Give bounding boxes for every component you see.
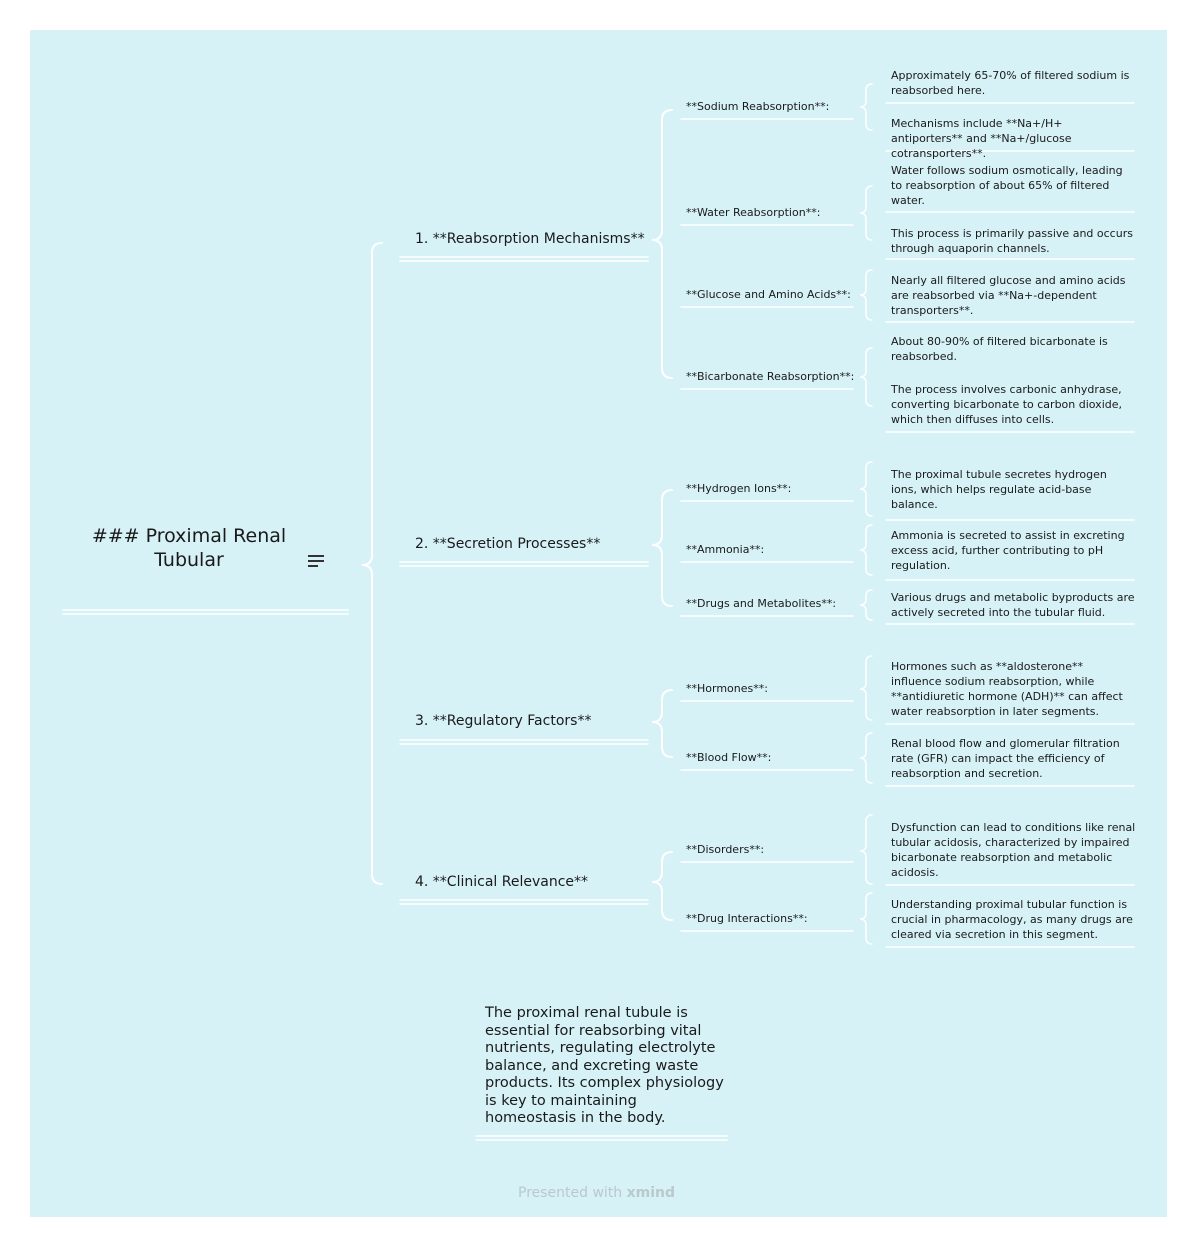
subtopic-water-reabsorption[interactable]: **Water Reabsorption**: bbox=[686, 206, 821, 219]
summary-topic[interactable]: The proximal renal tubule is essential f… bbox=[485, 1005, 724, 1126]
subtopic-ammonia[interactable]: **Ammonia**: bbox=[686, 543, 765, 556]
subtopic-glucose-amino-acids[interactable]: **Glucose and Amino Acids**: bbox=[686, 288, 851, 301]
leaf-water-aquaporin[interactable]: This process is primarily passive and oc… bbox=[891, 227, 1133, 255]
leaf-drug-interactions[interactable]: Understanding proximal tubular function … bbox=[891, 898, 1133, 941]
xmind-logo: xmind bbox=[626, 1185, 676, 1201]
subtopic-drug-interactions[interactable]: **Drug Interactions**: bbox=[686, 912, 808, 925]
subtopic-hydrogen-ions[interactable]: **Hydrogen Ions**: bbox=[686, 482, 792, 495]
leaf-sodium-percent[interactable]: Approximately 65-70% of filtered sodium … bbox=[891, 69, 1130, 97]
footer-credit: Presented with xmind bbox=[518, 1185, 675, 1201]
leaf-disorders[interactable]: Dysfunction can lead to conditions like … bbox=[891, 821, 1136, 879]
subtopic-disorders[interactable]: **Disorders**: bbox=[686, 843, 765, 856]
leaf-ammonia-secretion[interactable]: Ammonia is secreted to assist in excreti… bbox=[891, 529, 1125, 572]
root-topic-title[interactable]: ### Proximal Renal Tubular bbox=[91, 525, 287, 571]
branch-regulatory-factors[interactable]: 3. **Regulatory Factors** bbox=[415, 713, 592, 729]
leaf-water-osmosis[interactable]: Water follows sodium osmotically, leadin… bbox=[891, 164, 1123, 207]
branch-secretion-processes[interactable]: 2. **Secretion Processes** bbox=[415, 536, 601, 552]
footer-prefix: Presented with bbox=[518, 1185, 623, 1201]
branch-reabsorption-mechanisms[interactable]: 1. **Reabsorption Mechanisms** bbox=[415, 231, 645, 247]
subtopic-bicarbonate-reabsorption[interactable]: **Bicarbonate Reabsorption**: bbox=[686, 370, 855, 383]
leaf-glucose-transport[interactable]: Nearly all filtered glucose and amino ac… bbox=[891, 274, 1126, 317]
leaf-blood-flow[interactable]: Renal blood flow and glomerular filtrati… bbox=[891, 737, 1120, 780]
leaf-bicarbonate-percent[interactable]: About 80-90% of filtered bicarbonate is … bbox=[891, 335, 1108, 363]
leaf-sodium-mechanisms[interactable]: Mechanisms include **Na+/H+ antiporters*… bbox=[891, 117, 1072, 160]
subtopic-drugs-metabolites[interactable]: **Drugs and Metabolites**: bbox=[686, 597, 837, 610]
leaf-drugs-secretion[interactable]: Various drugs and metabolic byproducts a… bbox=[891, 591, 1135, 619]
leaf-bicarbonate-process[interactable]: The process involves carbonic anhydrase,… bbox=[891, 383, 1122, 426]
branch-clinical-relevance[interactable]: 4. **Clinical Relevance** bbox=[415, 874, 589, 890]
leaf-hormones[interactable]: Hormones such as **aldosterone** influen… bbox=[891, 660, 1123, 718]
subtopic-sodium-reabsorption[interactable]: **Sodium Reabsorption**: bbox=[686, 100, 830, 113]
leaf-hydrogen-secretion[interactable]: The proximal tubule secretes hydrogen io… bbox=[891, 468, 1107, 511]
subtopic-blood-flow[interactable]: **Blood Flow**: bbox=[686, 751, 772, 764]
subtopic-hormones[interactable]: **Hormones**: bbox=[686, 682, 768, 695]
menu-lines-icon[interactable] bbox=[308, 554, 324, 568]
